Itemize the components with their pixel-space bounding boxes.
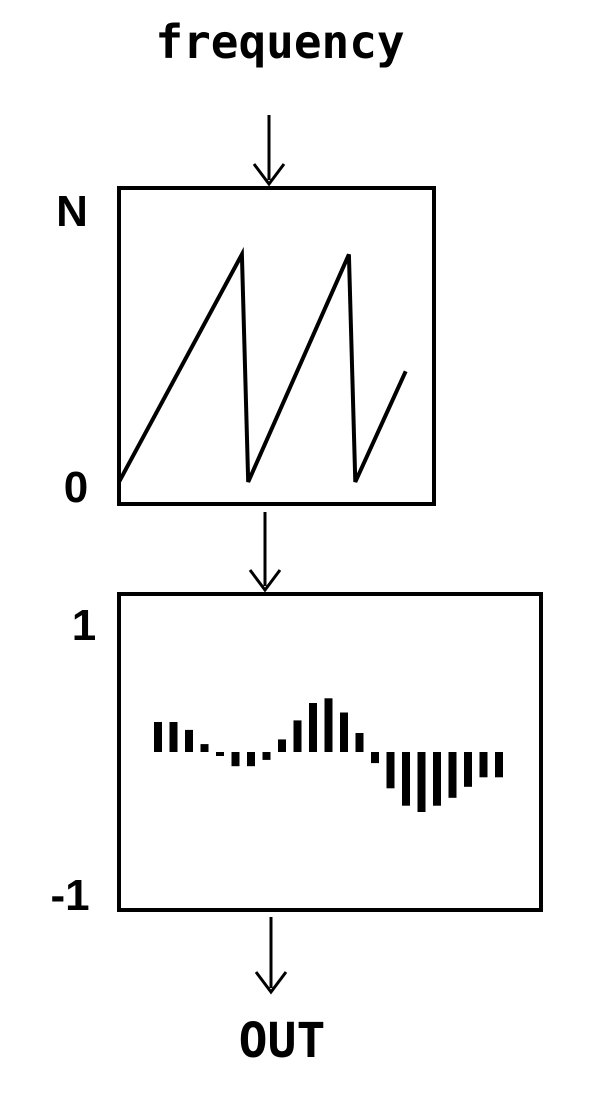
sample-bar <box>417 752 426 812</box>
sample-bar <box>340 712 348 752</box>
phasor-bottom-label: 0 <box>64 463 88 512</box>
phasor-block <box>117 186 436 506</box>
sample-bar <box>278 739 286 752</box>
sample-bar <box>200 744 209 752</box>
arrow-down-icon <box>252 115 286 187</box>
sample-bar <box>154 722 162 752</box>
sample-bar <box>464 752 472 787</box>
sample-bar <box>293 720 302 752</box>
sample-bar <box>355 733 364 752</box>
wavetable-top-label: 1 <box>72 601 96 650</box>
sampled-waveform <box>154 698 503 812</box>
sample-bar <box>448 752 457 798</box>
sample-bar <box>371 752 379 764</box>
sample-bar <box>386 752 395 789</box>
sample-bar <box>216 752 224 756</box>
arrow-down-icon <box>254 917 288 995</box>
sample-bar <box>479 752 488 778</box>
sample-bar <box>169 722 178 752</box>
sample-bar <box>309 703 317 752</box>
sample-bar <box>262 752 271 760</box>
arrow-down-icon <box>248 512 282 593</box>
sawtooth-waveform <box>117 246 408 483</box>
output-label: OUT <box>239 1013 326 1069</box>
sample-bar <box>231 752 240 767</box>
sample-bar <box>402 752 410 806</box>
sample-bar <box>324 698 333 752</box>
wavetable-block <box>117 592 543 912</box>
sample-bar <box>495 752 503 778</box>
wavetable-bottom-label: -1 <box>50 871 89 920</box>
sample-bar <box>185 729 193 752</box>
sample-bar <box>247 752 255 767</box>
input-label: frequency <box>155 15 404 69</box>
phasor-top-label: N <box>56 187 88 236</box>
sample-bar <box>433 752 441 806</box>
